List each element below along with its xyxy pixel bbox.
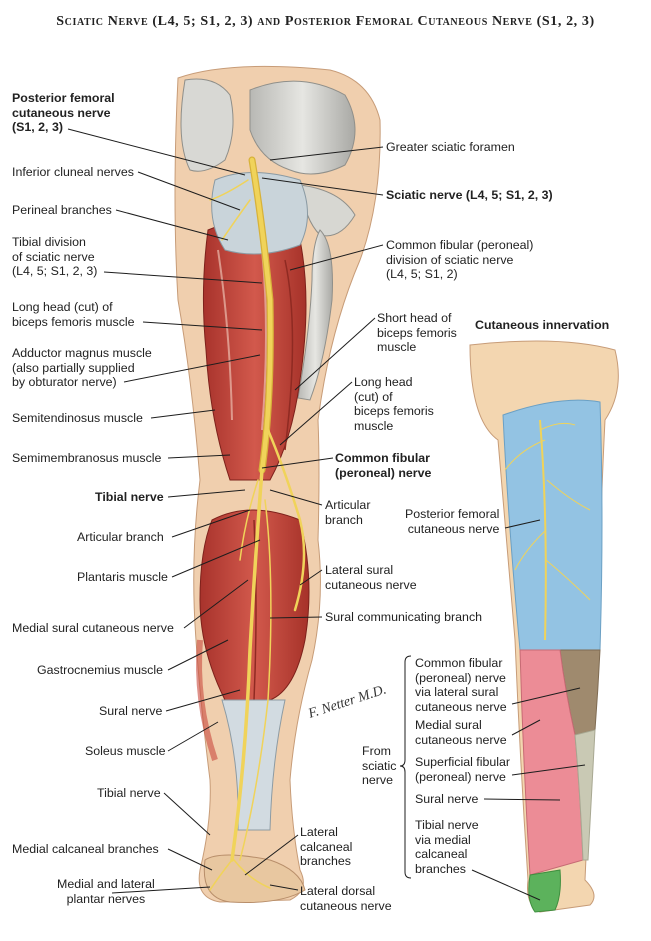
inset-item-sural: Sural nerve bbox=[415, 792, 479, 806]
label-plantaris: Plantaris muscle bbox=[77, 570, 168, 584]
label-greater-sciatic-foramen: Greater sciatic foramen bbox=[386, 140, 515, 154]
label-soleus: Soleus muscle bbox=[85, 744, 166, 758]
label-tibial-nerve-lower: Tibial nerve bbox=[97, 786, 161, 800]
label-sciatic-nerve: Sciatic nerve (L4, 5; S1, 2, 3) bbox=[386, 188, 553, 202]
label-common-fibular-division: Common fibular (peroneal)division of sci… bbox=[386, 238, 534, 281]
inset-leg bbox=[469, 340, 619, 913]
signature: F. Netter M.D. bbox=[306, 683, 389, 723]
label-medial-calcaneal: Medial calcaneal branches bbox=[12, 842, 159, 856]
inset-item-superficial-fibular: Superficial fibular(peroneal) nerve bbox=[415, 755, 511, 784]
label-adductor-magnus: Adductor magnus muscle(also partially su… bbox=[12, 346, 152, 389]
label-inferior-cluneal: Inferior cluneal nerves bbox=[12, 165, 134, 179]
inset-title: Cutaneous innervation bbox=[475, 318, 610, 332]
calf-muscles bbox=[196, 509, 310, 831]
label-common-fibular-nerve: Common fibular(peroneal) nerve bbox=[335, 451, 432, 480]
label-semimembranosus: Semimembranosus muscle bbox=[12, 451, 162, 465]
label-articular-branch-left: Articular branch bbox=[77, 530, 164, 544]
label-medial-sural: Medial sural cutaneous nerve bbox=[12, 621, 174, 635]
page-title: Sciatic Nerve (L4, 5; S1, 2, 3) and Post… bbox=[56, 14, 595, 29]
label-sural-nerve: Sural nerve bbox=[99, 704, 163, 718]
label-sural-communicating: Sural communicating branch bbox=[325, 610, 483, 624]
from-sciatic-bracket bbox=[399, 655, 412, 879]
leader-lines bbox=[67, 128, 586, 901]
pelvis-bone bbox=[180, 78, 356, 401]
label-gastrocnemius: Gastrocnemius muscle bbox=[37, 663, 164, 677]
label-perineal-branches: Perineal branches bbox=[12, 203, 112, 217]
nerves bbox=[209, 156, 306, 891]
label-semitendinosus: Semitendinosus muscle bbox=[12, 411, 143, 425]
label-tibial-nerve: Tibial nerve bbox=[95, 490, 164, 504]
